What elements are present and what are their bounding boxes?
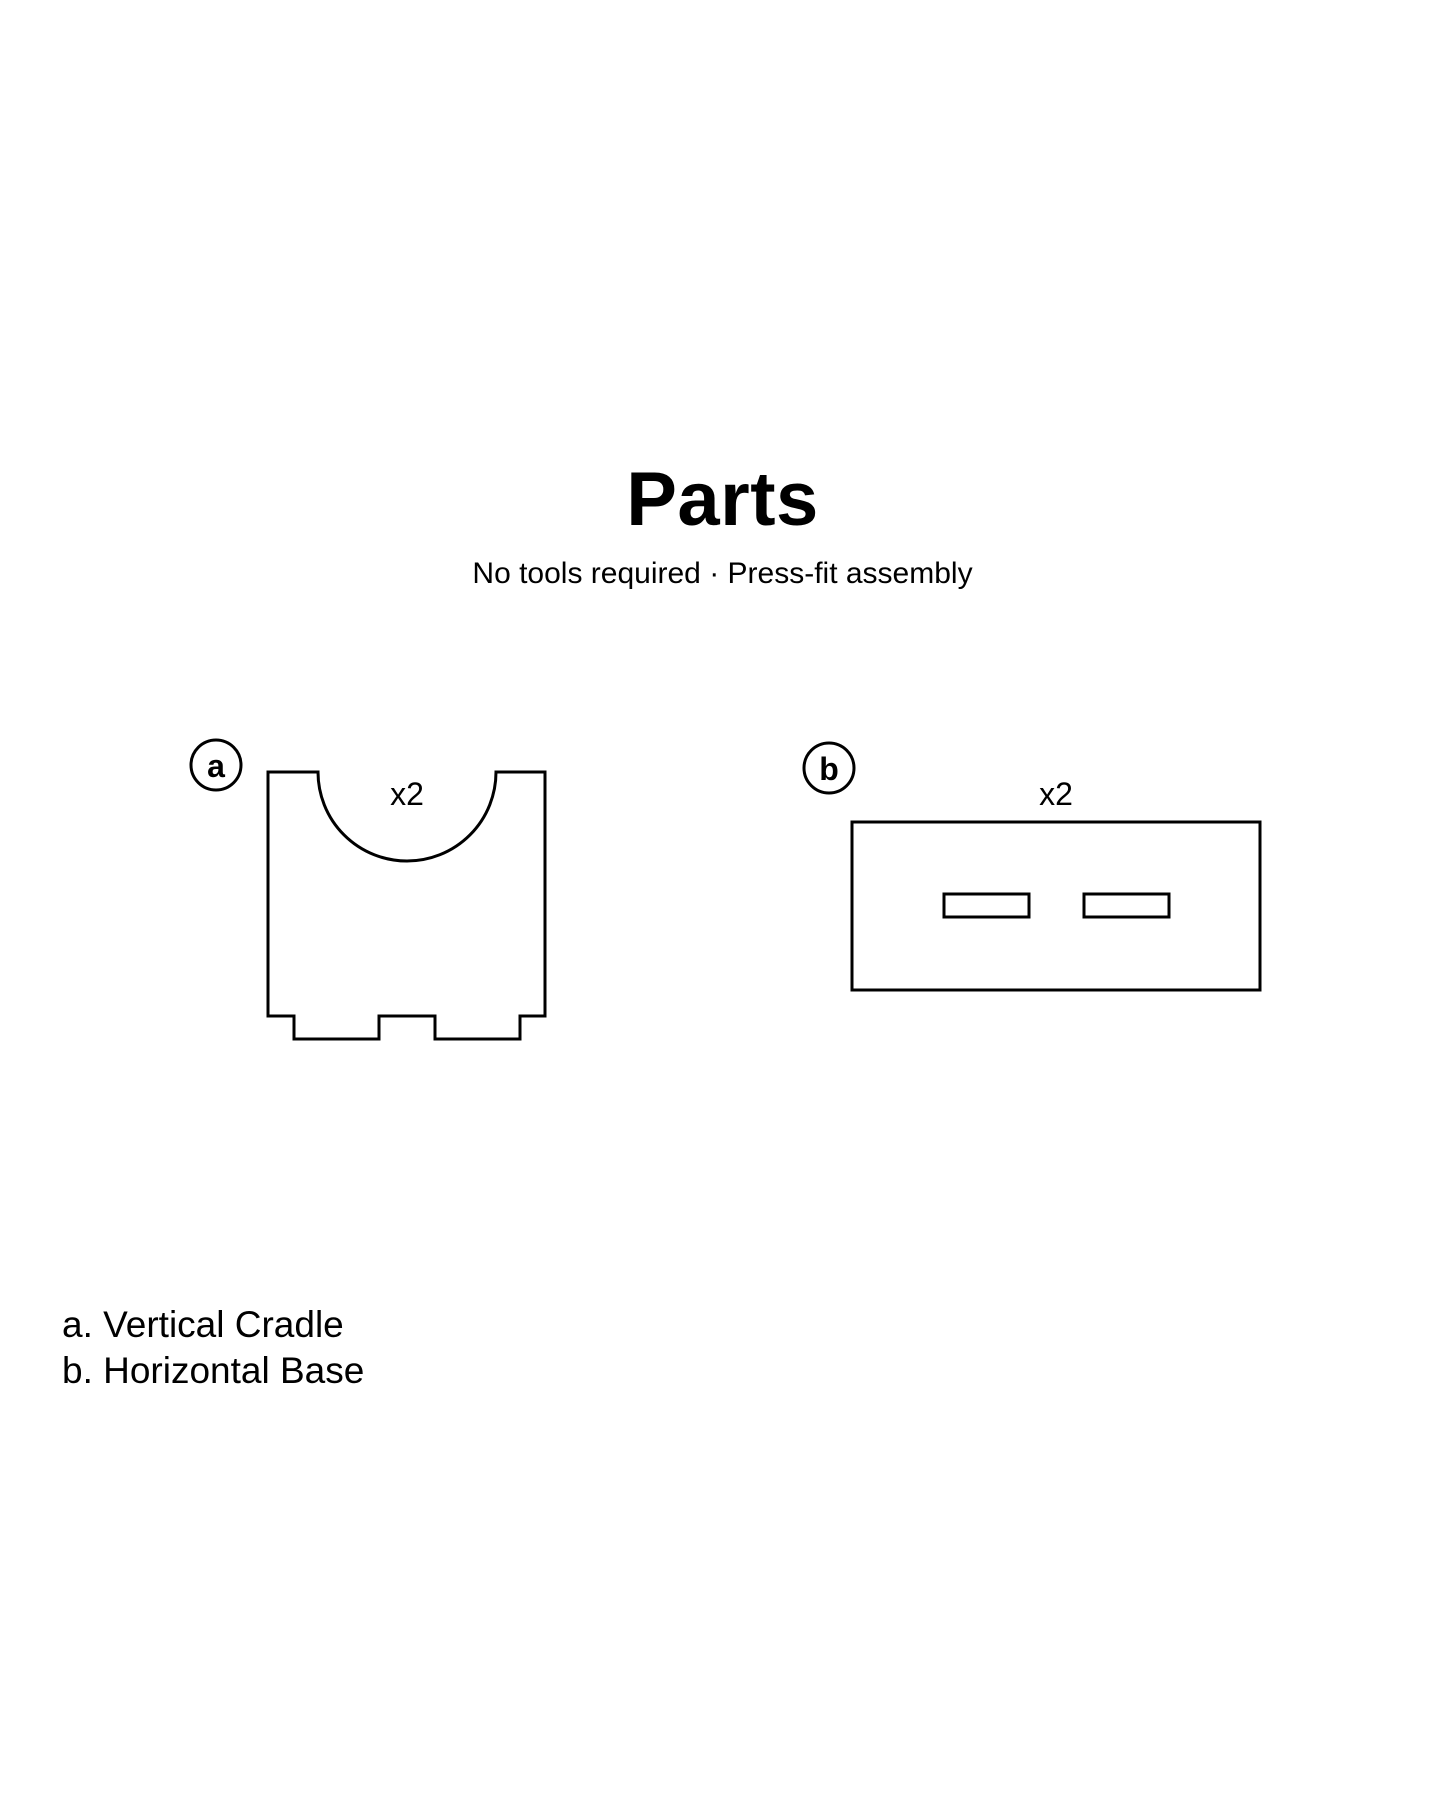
part-a-marker-circle <box>189 738 243 792</box>
page-title: Parts <box>626 457 819 542</box>
legend-item-horizontal-base: b. Horizontal Base <box>62 1350 365 1391</box>
part-a-quantity: x2 <box>390 776 424 812</box>
horizontal-base-slot-right <box>1082 892 1171 919</box>
parts-legend: a. Vertical Cradle b. Horizontal Base <box>62 1302 364 1394</box>
page-subtitle: No tools required · Press-fit assembly <box>472 557 973 590</box>
legend-item-vertical-cradle: a. Vertical Cradle <box>62 1304 344 1345</box>
horizontal-base-outline <box>850 820 1262 992</box>
part-b-marker-label: b <box>819 751 839 787</box>
part-a: a x2 <box>189 738 547 1041</box>
horizontal-base-slot-left <box>942 892 1031 919</box>
part-b: b x2 <box>802 741 1262 992</box>
vertical-cradle-outline <box>266 770 547 1041</box>
part-b-marker-circle <box>802 741 856 795</box>
part-a-marker-label: a <box>207 748 225 784</box>
part-b-quantity: x2 <box>1039 776 1073 812</box>
